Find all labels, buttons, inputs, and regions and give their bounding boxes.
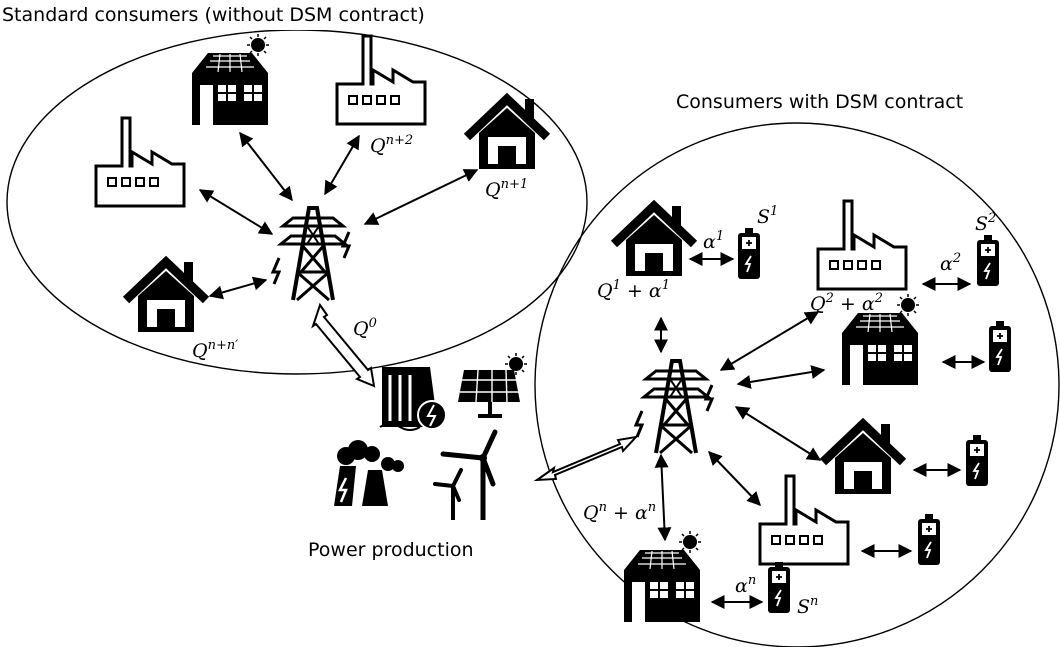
- label-q-n1: Qn+1: [485, 177, 528, 201]
- standard-consumers-ellipse: [6, 29, 588, 375]
- battery-icon: [767, 561, 791, 614]
- label-sn: Sn: [797, 594, 818, 618]
- factory-icon: [816, 199, 908, 291]
- battery-icon: [976, 234, 1000, 287]
- factory-icon: [335, 34, 427, 126]
- house-icon: [467, 99, 547, 169]
- dsm-consumers-circle: [534, 122, 1060, 647]
- house-icon: [614, 206, 694, 276]
- label-qn-alphan: Qn + αn: [583, 500, 656, 524]
- label-q-n2: Qn+2: [370, 133, 413, 157]
- label-q-0: Q0: [353, 316, 377, 340]
- label-q2-alpha2: Q2 + α2: [810, 291, 883, 315]
- solar-panel-icon: [458, 353, 527, 418]
- factory-icon: [94, 116, 186, 208]
- pylon-icon: [634, 359, 714, 455]
- label-alphan: αn: [735, 573, 756, 597]
- label-s1: S1: [757, 204, 778, 228]
- factory-icon: [758, 474, 850, 566]
- house-icon: [823, 424, 903, 494]
- label-q1-alpha1: Q1 + α1: [597, 278, 670, 302]
- label-q-nn: Qn+n′: [192, 338, 238, 362]
- title-standard-consumers: Standard consumers (without DSM contract…: [2, 4, 425, 26]
- house-icon: [126, 262, 206, 332]
- wind-turbine-icon: [433, 429, 498, 520]
- title-power-production: Power production: [308, 539, 474, 561]
- battery-icon: [737, 227, 761, 280]
- label-s2: S2: [975, 211, 996, 235]
- label-alpha2: α2: [940, 251, 961, 275]
- battery-icon: [917, 513, 941, 566]
- production-to-dsm-arrow: [533, 435, 639, 482]
- label-alpha1: α1: [703, 229, 724, 253]
- battery-icon: [988, 320, 1012, 373]
- coal-plant-icon: [334, 440, 404, 506]
- battery-icon: [965, 434, 989, 487]
- solar-house-icon: [191, 33, 270, 126]
- q0-flow-arrow: [311, 302, 376, 388]
- solar-house-icon: [623, 530, 702, 623]
- hydro-plant-icon: [379, 367, 447, 431]
- pylon-icon: [271, 206, 351, 302]
- title-dsm-consumers: Consumers with DSM contract: [676, 91, 963, 113]
